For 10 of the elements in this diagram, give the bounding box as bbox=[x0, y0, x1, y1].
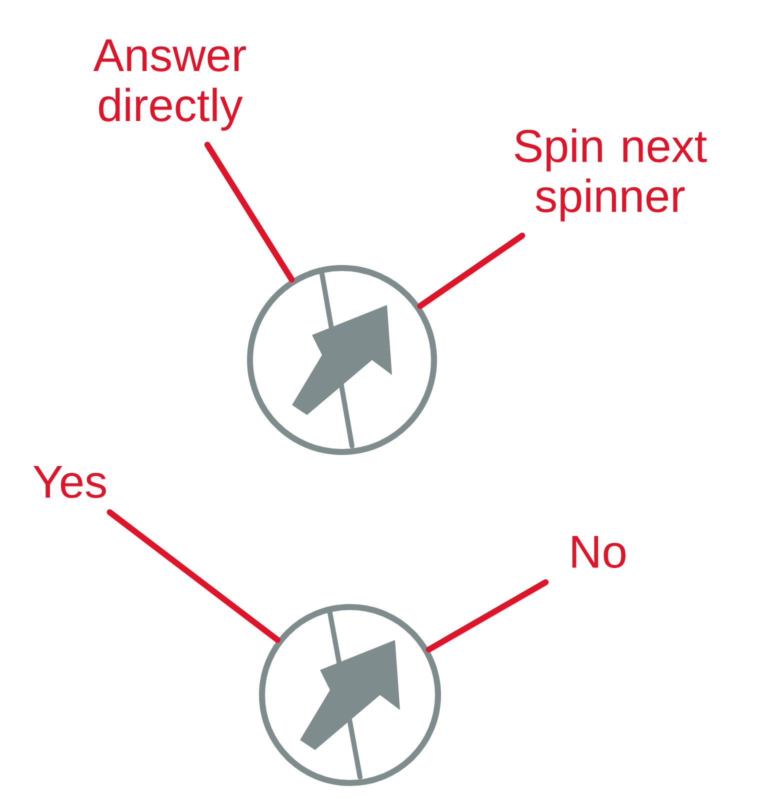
leader-line bbox=[417, 232, 526, 310]
handwritten-label: No bbox=[572, 536, 626, 568]
handwritten-label: Answer directly bbox=[93, 39, 246, 131]
spinner-drawing bbox=[247, 265, 437, 455]
leader-line bbox=[426, 579, 549, 653]
leader-line bbox=[204, 142, 295, 282]
leader-line bbox=[106, 509, 281, 643]
handwritten-label: Yes bbox=[33, 466, 106, 498]
handwritten-label: Spin next spinner bbox=[514, 128, 707, 222]
spinner-drawing bbox=[259, 604, 441, 786]
